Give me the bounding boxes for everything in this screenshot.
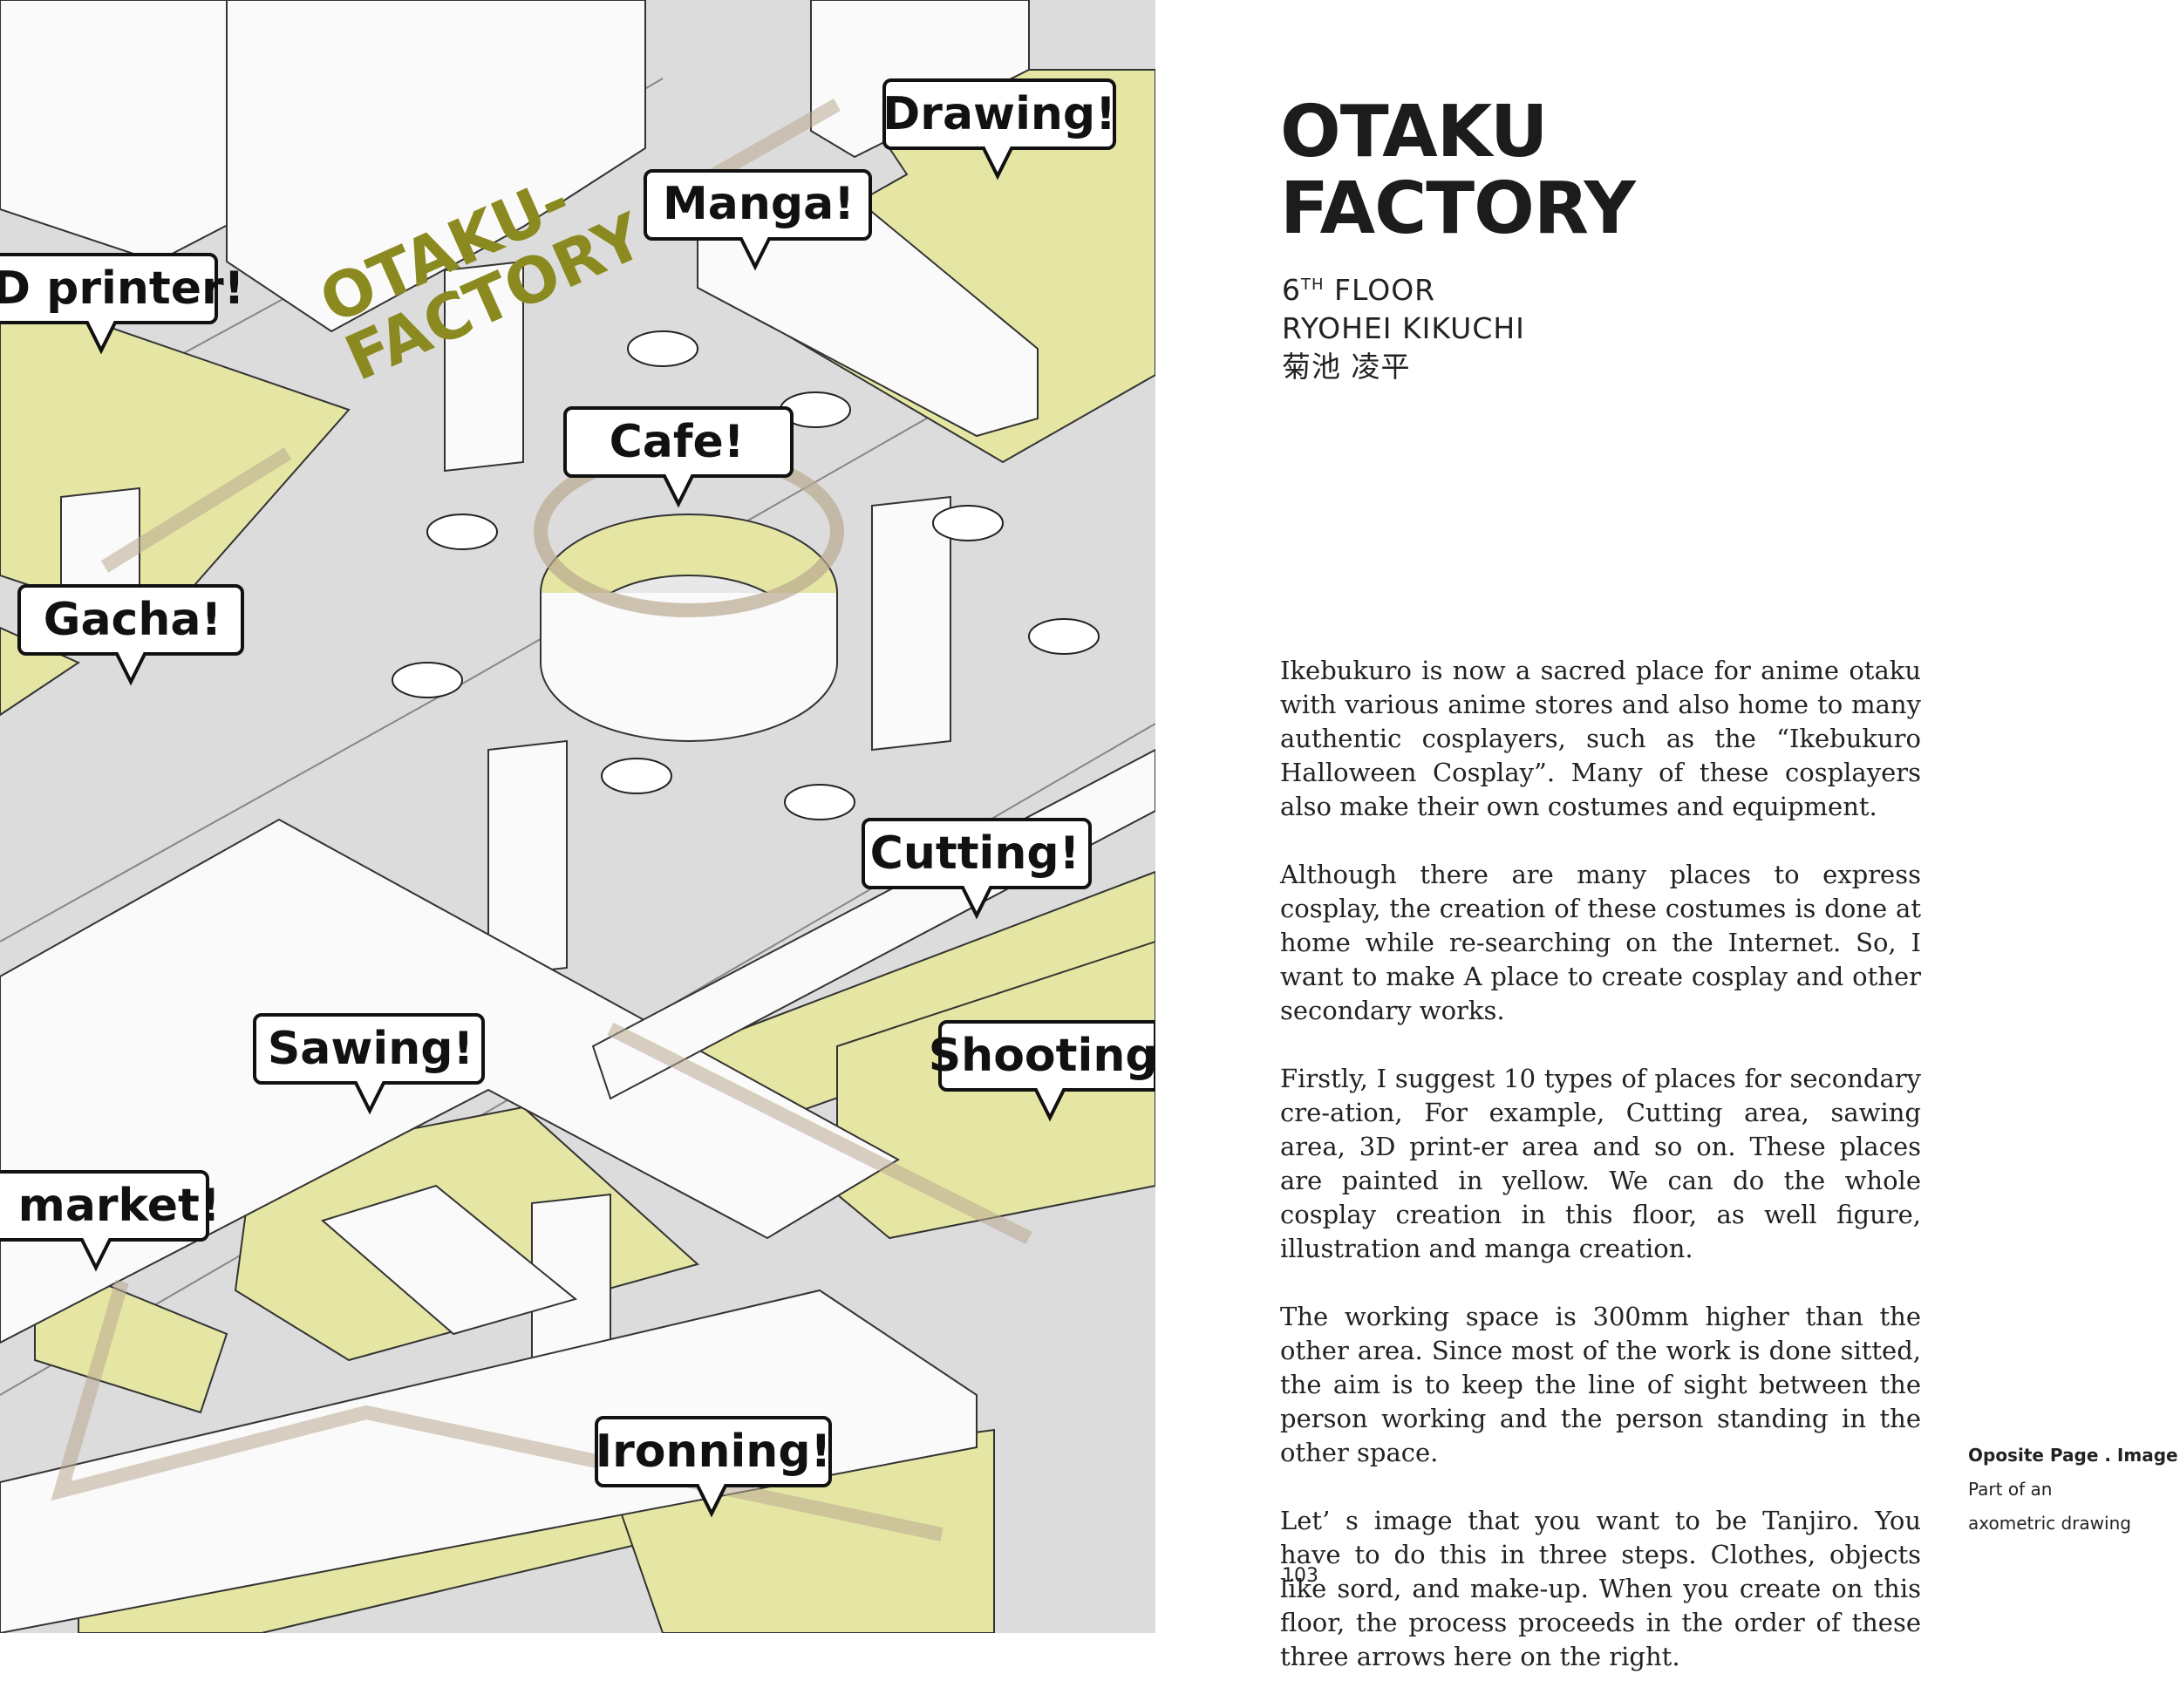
bubble-manga-label: Manga! <box>663 178 855 230</box>
project-info: 6TH FLOOR RYOHEI KIKUCHI 菊池 凌平 <box>1282 266 1525 386</box>
bubble-shooting-label: Shooting! <box>929 1030 1155 1082</box>
bubble-gacha: Gacha! <box>17 584 244 686</box>
bottom-block <box>0 1289 978 1633</box>
bubble-flea-market: a market! <box>0 1170 221 1272</box>
pillar-4 <box>871 495 951 752</box>
bubble-ironning: Ironning! <box>595 1416 832 1518</box>
paragraph: Firstly, I suggest 10 types of places fo… <box>1280 1064 1921 1263</box>
body-text: Ikebukuro is now a sacred place for anim… <box>1280 654 1921 1708</box>
paragraph: Let’ s image that you want to be Tanjiro… <box>1280 1506 1921 1671</box>
bubble-3d-printer: 3D printer! <box>0 253 244 355</box>
paragraph: The working space is 300mm higher than t… <box>1280 1302 1921 1467</box>
bubble-ironning-label: Ironning! <box>596 1426 832 1478</box>
caption-title: Oposite Page . Image 1 <box>1968 1445 2180 1466</box>
bubble-drawing-label: Drawing! <box>882 88 1116 140</box>
bubble-shooting: Shooting! <box>929 1020 1155 1122</box>
otaku-factory-block <box>226 0 646 333</box>
bubble-cutting-label: Cutting! <box>870 827 1080 880</box>
sawing-table <box>320 1184 578 1336</box>
floor-label: 6TH FLOOR <box>1282 266 1525 310</box>
floor-suffix: TH <box>1301 276 1325 294</box>
caption-line-2: axometric drawing <box>1968 1513 2131 1534</box>
bubble-3d-printer-label: 3D printer! <box>0 262 244 315</box>
floor-number: 6 <box>1282 273 1301 307</box>
page-title: OTAKU FACTORY <box>1280 91 1636 250</box>
bubble-cafe-label: Cafe! <box>610 416 745 468</box>
page-number: 103 <box>1282 1565 1318 1587</box>
bubble-cutting: Cutting! <box>862 818 1092 920</box>
bubble-sawing: Sawing! <box>253 1013 485 1115</box>
bubble-sawing-label: Sawing! <box>268 1023 473 1075</box>
bubble-cafe: Cafe! <box>563 406 794 508</box>
bubble-flea-market-label: a market! <box>0 1180 221 1232</box>
cafe-booth <box>534 446 844 742</box>
bubble-manga: Manga! <box>644 169 872 271</box>
floor-word: FLOOR <box>1334 273 1436 307</box>
bubble-drawing: Drawing! <box>882 78 1116 180</box>
author-name-jp: 菊池 凌平 <box>1282 350 1411 384</box>
title-line-2: FACTORY <box>1280 167 1636 250</box>
image-caption: Oposite Page . Image 1 Part of an axomet… <box>1968 1439 2180 1541</box>
paragraph: Ikebukuro is now a sacred place for anim… <box>1280 656 1921 821</box>
pillar-1 <box>444 260 524 473</box>
title-line-1: OTAKU <box>1280 91 1548 174</box>
caption-line-1: Part of an <box>1968 1479 2053 1500</box>
author-name: RYOHEI KIKUCHI <box>1282 311 1525 345</box>
axonometric-drawing: OTAKU- FACTORY Drawing! Manga! 3D printe… <box>0 0 1155 1633</box>
bubble-gacha-label: Gacha! <box>44 594 221 646</box>
pillar-3 <box>487 739 568 978</box>
paragraph: Although there are many places to expres… <box>1280 860 1921 1025</box>
